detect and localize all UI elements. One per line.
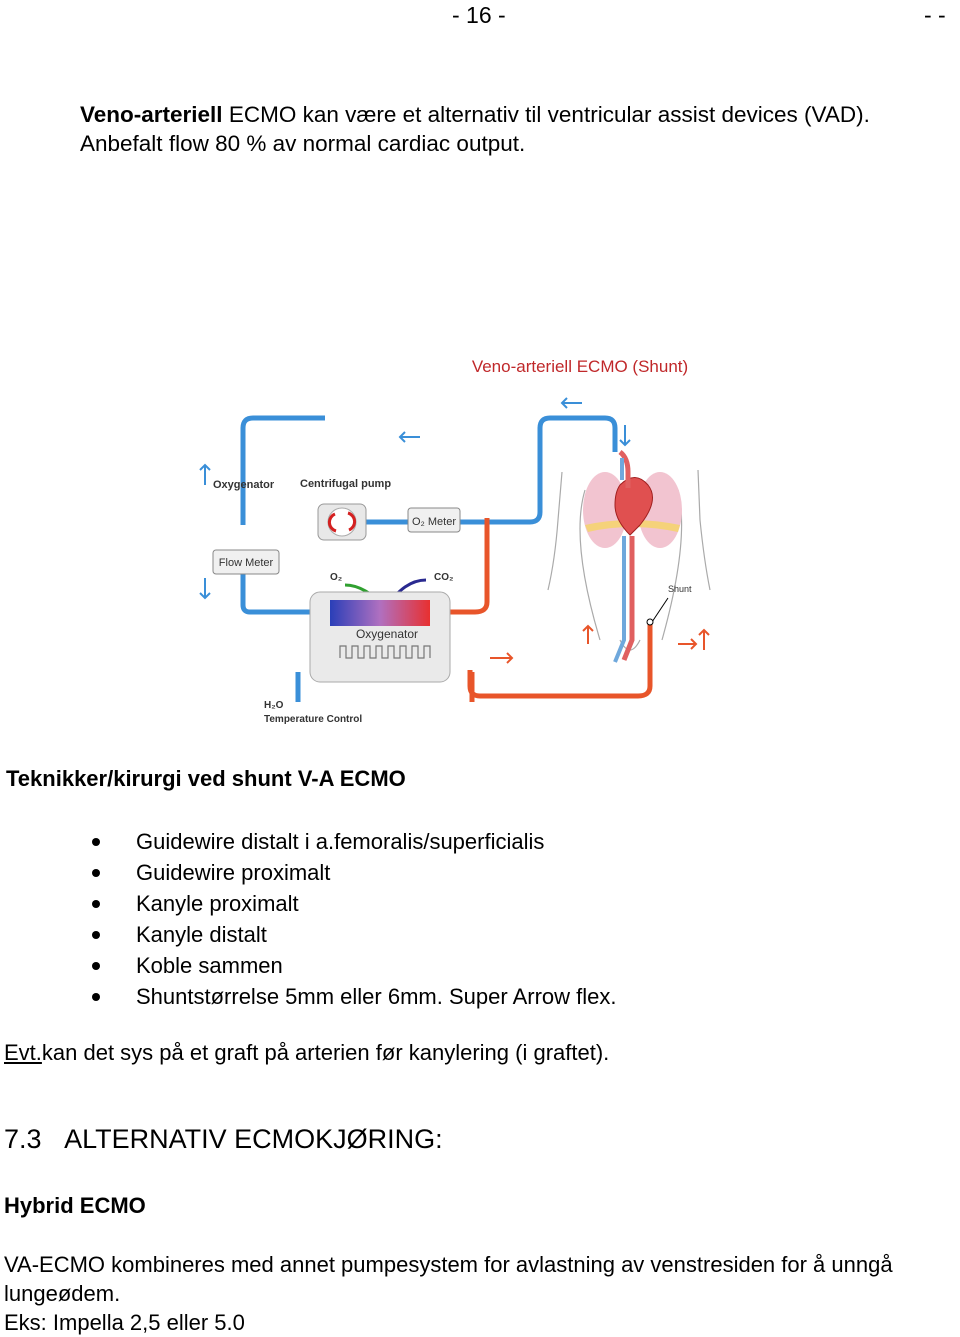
shunt-pointer (652, 598, 668, 622)
page-number: - 16 - (452, 2, 506, 29)
paragraph-line-2: Eks: Impella 2,5 eller 5.0 (4, 1308, 960, 1337)
heading-number: 7.3 (4, 1124, 42, 1154)
paragraph-line-1: VA-ECMO kombineres med annet pumpesystem… (4, 1250, 960, 1308)
bullet-icon (92, 900, 100, 908)
oxygenator: Oxygenator (310, 592, 450, 682)
bullet-icon (92, 962, 100, 970)
flow-meter: Flow Meter (213, 550, 279, 574)
technique-list: Guidewire distalt i a.femoralis/superfic… (92, 826, 616, 1012)
oxygenator-label: Oxygenator (356, 627, 418, 641)
hybrid-title: Hybrid ECMO (4, 1193, 146, 1219)
intro-bold-lead: Veno-arteriell (80, 102, 223, 127)
intro-paragraph: Veno-arteriell ECMO kan være et alternat… (80, 100, 900, 158)
ecmo-diagram-svg: Veno-arteriell ECMO (Shunt) Oxy (190, 340, 910, 740)
section-heading: 7.3 ALTERNATIV ECMOKJØRING: (4, 1124, 443, 1155)
evt-underlined: Evt. (4, 1040, 42, 1065)
list-item: Guidewire distalt i a.femoralis/superfic… (92, 826, 616, 857)
list-item: Shuntstørrelse 5mm eller 6mm. Super Arro… (92, 981, 616, 1012)
temperature-control-label: Temperature Control (264, 714, 362, 725)
bullet-icon (92, 931, 100, 939)
evt-note: Evt.kan det sys på et graft på arterien … (4, 1040, 609, 1066)
centrifugal-pump-label: Centrifugal pump (300, 478, 391, 490)
o2-meter-label: O₂ Meter (412, 516, 456, 528)
centrifugal-pump-icon (318, 504, 366, 540)
list-item: Koble sammen (92, 950, 616, 981)
flow-meter-label: Flow Meter (219, 557, 274, 569)
o2-label: O₂ (330, 572, 342, 583)
shunt-label: Shunt (668, 584, 692, 594)
list-item: Kanyle distalt (92, 919, 616, 950)
bullet-icon (92, 993, 100, 1001)
list-item: Guidewire proximalt (92, 857, 616, 888)
evt-text: kan det sys på et graft på arterien før … (42, 1040, 609, 1065)
bullet-icon (92, 838, 100, 846)
oxygenator-top-label: Oxygenator (213, 479, 275, 491)
h2o-label: H₂O (264, 700, 284, 711)
list-item: Kanyle proximalt (92, 888, 616, 919)
heading-text: ALTERNATIV ECMOKJØRING: (64, 1124, 443, 1154)
hybrid-paragraph: VA-ECMO kombineres med annet pumpesystem… (4, 1250, 960, 1337)
page-marker-right: - - (924, 2, 946, 29)
ecmo-diagram: Veno-arteriell ECMO (Shunt) Oxy (190, 340, 910, 740)
arterial-line (433, 518, 650, 702)
section-title: Teknikker/kirurgi ved shunt V-A ECMO (6, 766, 406, 792)
shunt-connector (647, 619, 653, 625)
bullet-icon (92, 869, 100, 877)
diagram-title: Veno-arteriell ECMO (Shunt) (472, 357, 688, 376)
o2-meter: O₂ Meter (408, 508, 460, 532)
co2-label: CO₂ (434, 572, 453, 583)
